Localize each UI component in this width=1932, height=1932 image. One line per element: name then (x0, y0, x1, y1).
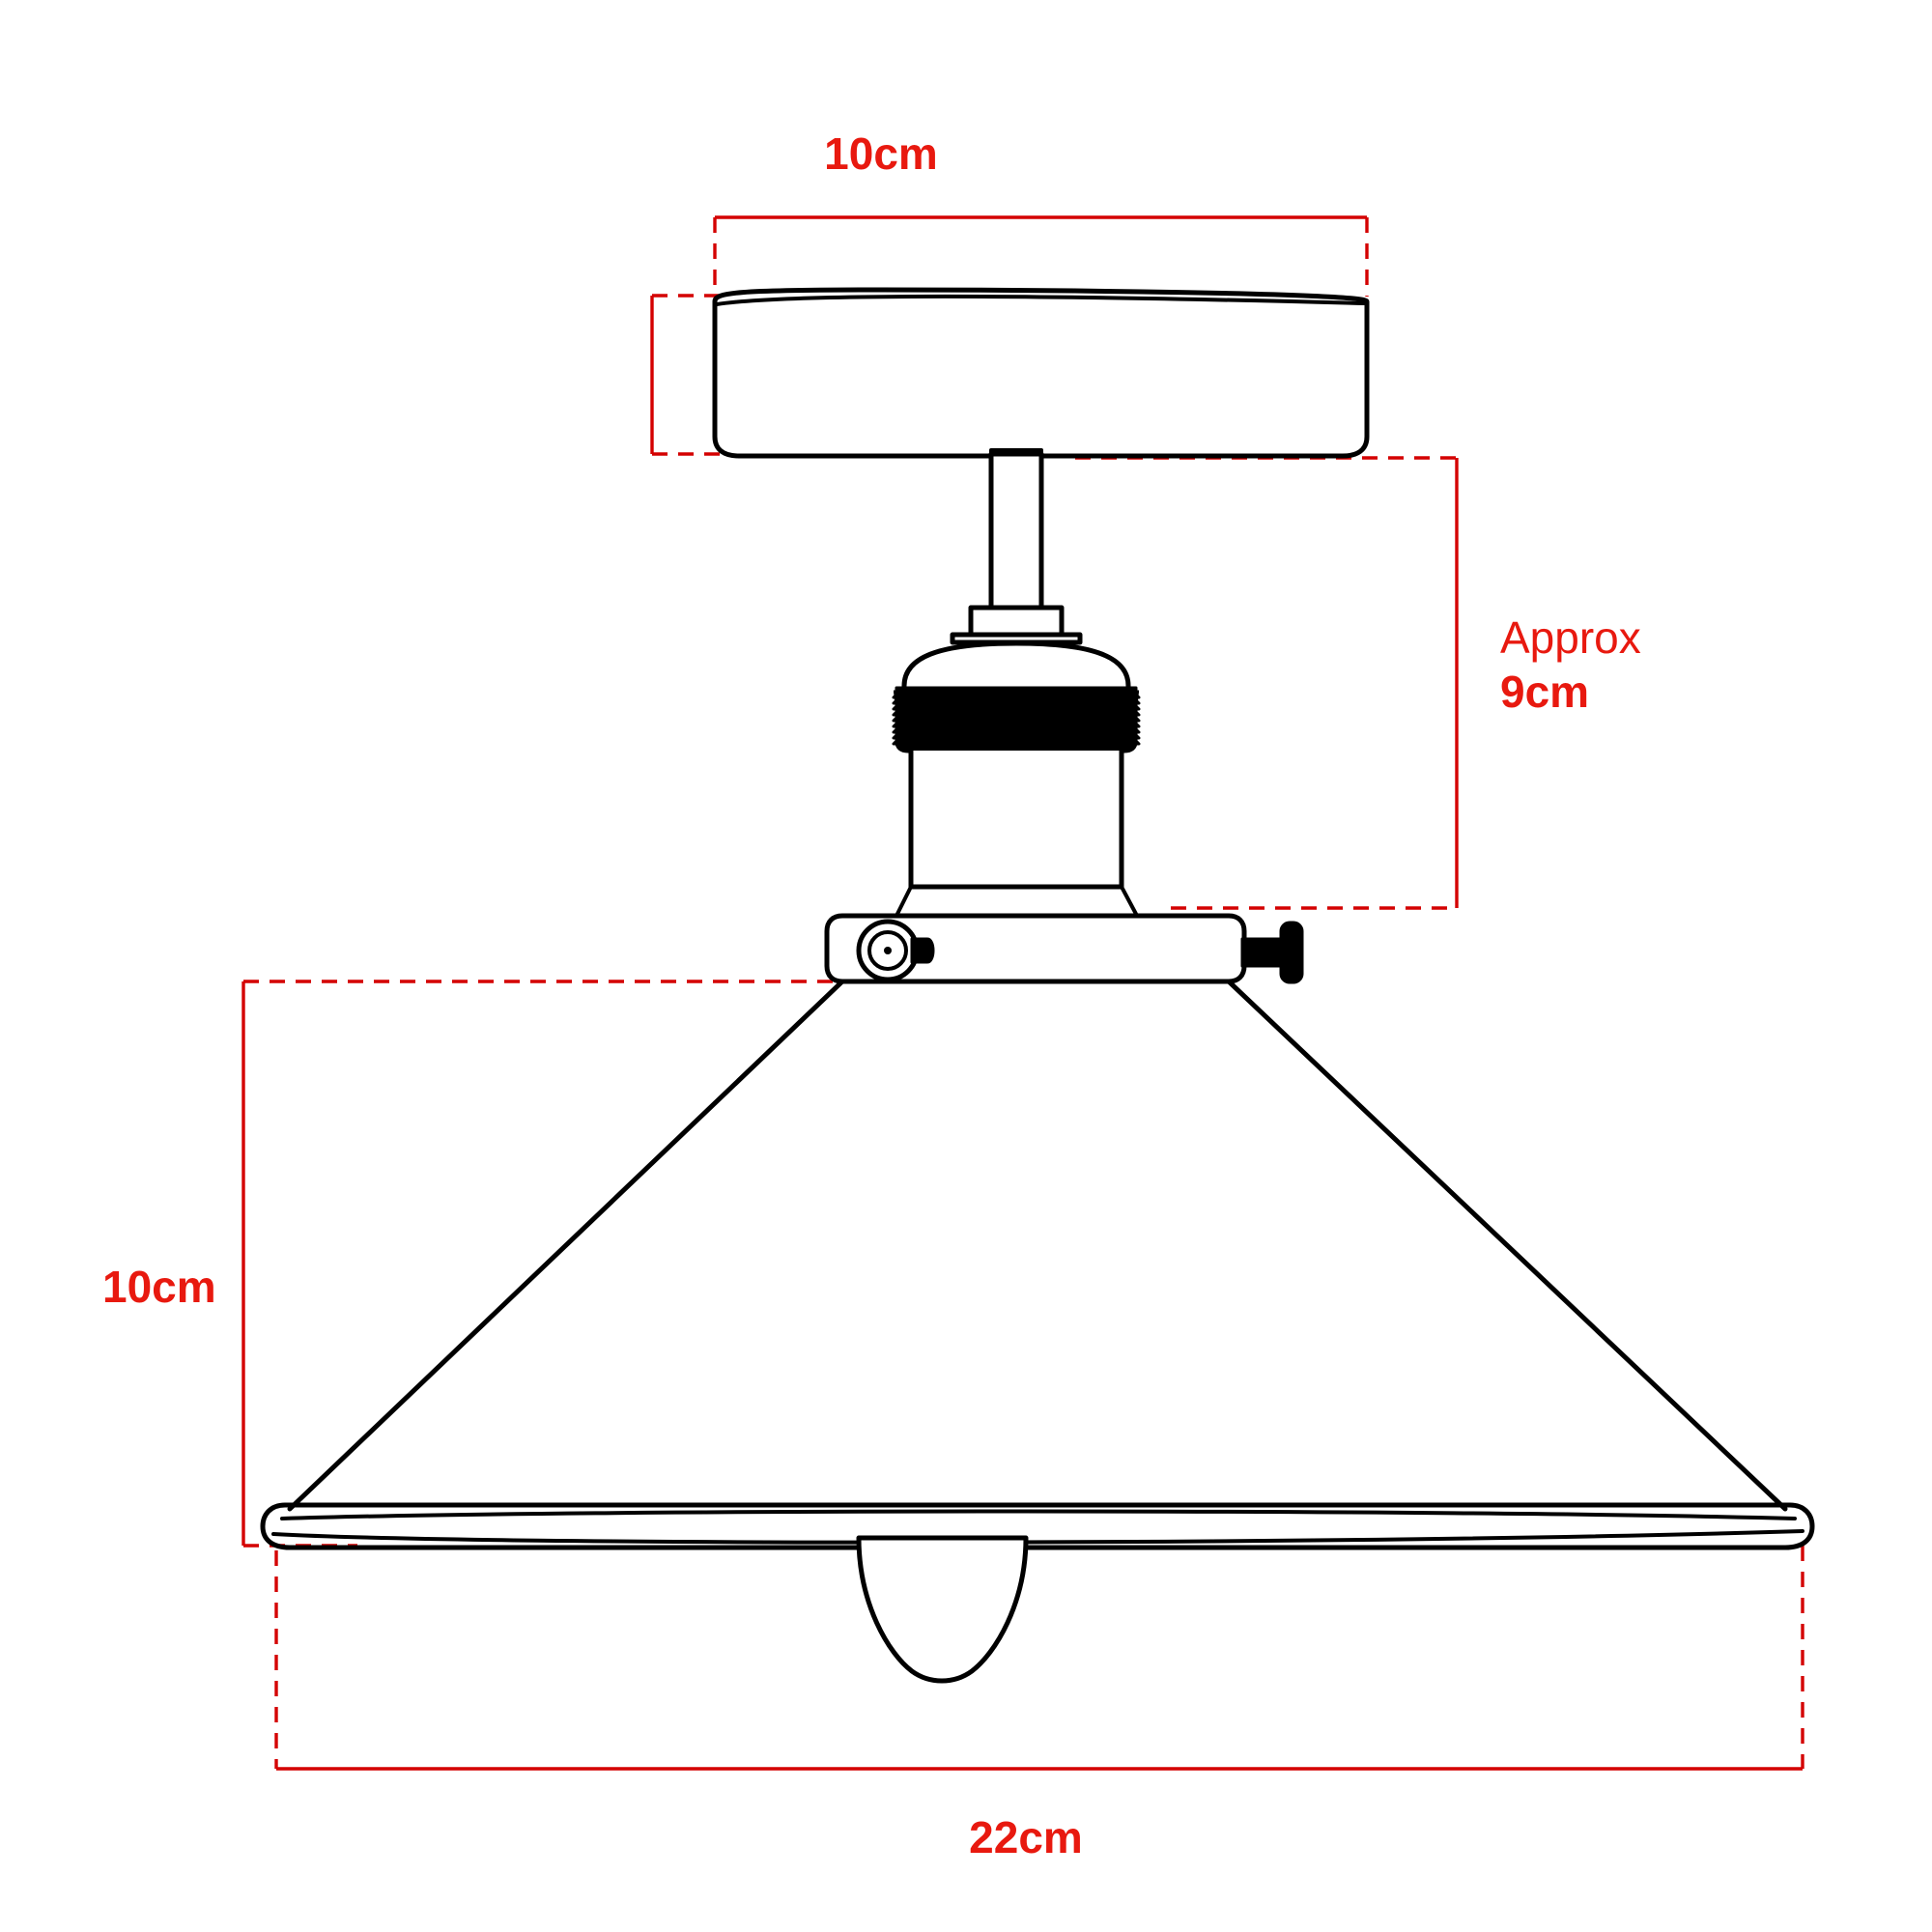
thumbscrew-shaft (1240, 937, 1287, 968)
screw-side-tab (910, 937, 935, 964)
stem-top-collar (989, 448, 1043, 458)
dim-label-canopy-width: 10cm (824, 128, 938, 179)
dimension-canopy-width (713, 215, 1369, 297)
knurled-lock-ring (892, 686, 1141, 753)
socket-step-lower (950, 632, 1083, 645)
socket-dome (901, 640, 1131, 698)
bulb-glass (856, 1535, 1029, 1684)
knurl-texture-left (892, 690, 901, 746)
canopy-body (712, 287, 1370, 459)
shade-left-slope (287, 979, 845, 1512)
socket-cylinder (908, 748, 1124, 890)
drop-stem-rod (988, 448, 1044, 611)
dimension-drop-height (1075, 456, 1459, 910)
collar-screw-head (856, 919, 935, 982)
socket-step-upper (968, 605, 1065, 638)
socket-taper (895, 885, 1139, 918)
dimension-shade-diameter (274, 1546, 1804, 1771)
lamp-socket-body (895, 748, 1139, 918)
collar-side-thumbscrew (1240, 921, 1304, 984)
canopy-top-edge (715, 294, 1367, 306)
shade-rim-top-line (280, 1509, 1797, 1520)
knurl-ring-body (895, 686, 1138, 753)
thumbscrew-knob (1279, 921, 1304, 984)
light-bulb (856, 1535, 1029, 1684)
dimension-canopy-thickness (650, 294, 720, 456)
cone-lamp-shade (260, 979, 1815, 1550)
dim-label-shade-diameter: 22cm (969, 1812, 1083, 1862)
dim-label-drop-value: 9cm (1500, 667, 1589, 717)
knurl-texture-right (1131, 690, 1141, 746)
stem-body (988, 451, 1044, 611)
shade-right-slope (1226, 979, 1788, 1512)
ceiling-canopy-plate (712, 287, 1370, 459)
screw-center-dot (884, 947, 892, 954)
shade-rim-outer (260, 1502, 1815, 1550)
dim-label-drop-approx: Approx (1500, 612, 1641, 663)
shade-rim-inner-line (271, 1529, 1804, 1545)
socket-cap (901, 605, 1131, 698)
dim-label-shade-height: 10cm (102, 1262, 216, 1312)
